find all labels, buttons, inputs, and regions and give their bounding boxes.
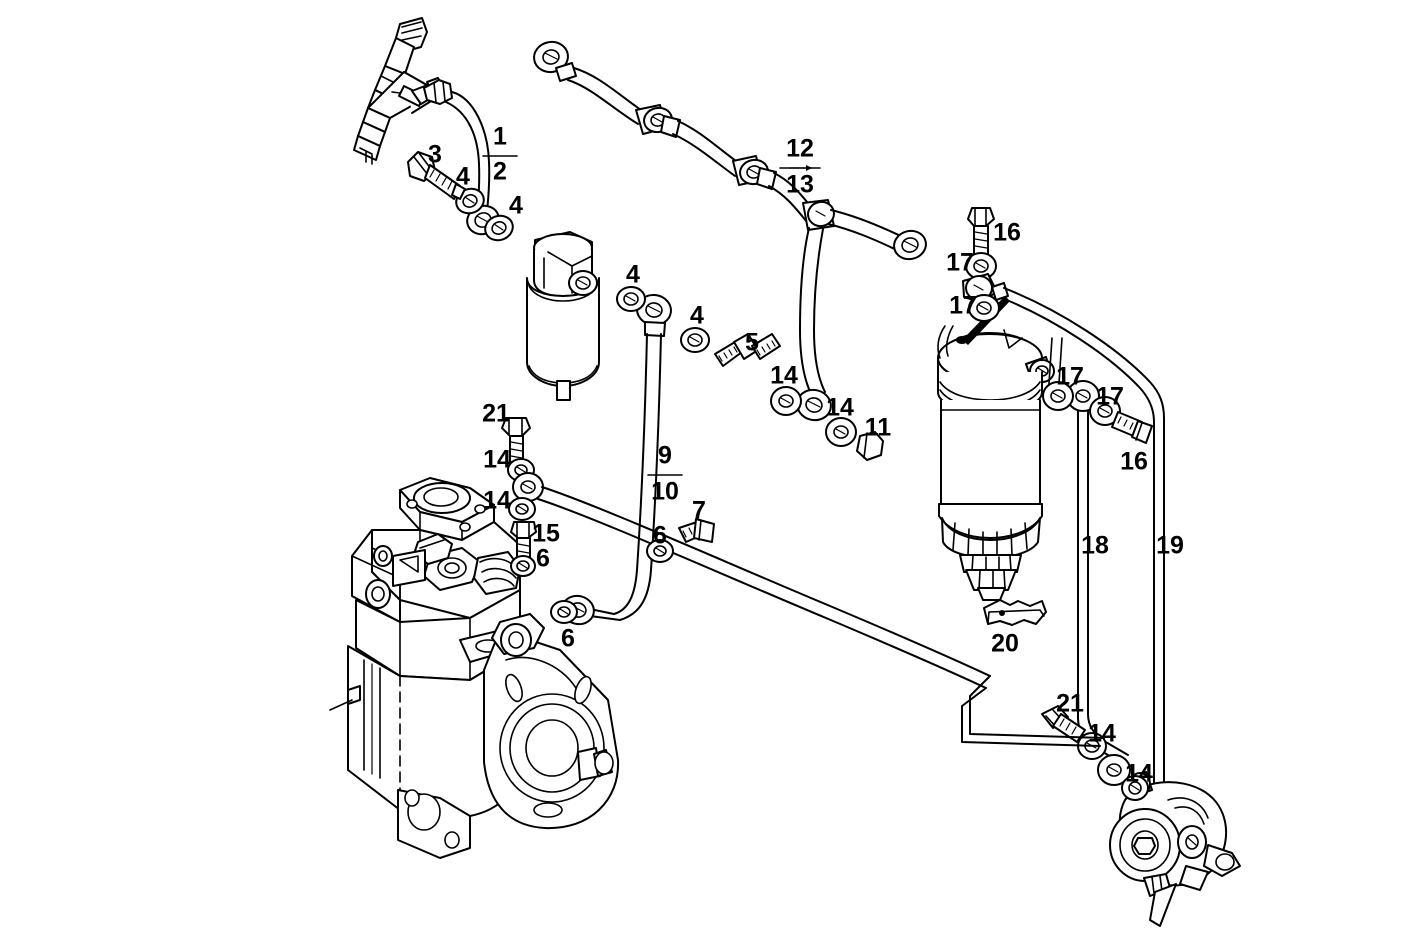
callout-13: 13 <box>786 171 814 199</box>
injection-pump <box>329 477 620 859</box>
washer-4-b <box>484 214 514 242</box>
washer-14-f <box>1121 775 1149 801</box>
callout-17-b: 17 <box>949 292 977 320</box>
callout-18: 18 <box>1081 532 1109 560</box>
injector-nozzle <box>353 17 445 165</box>
fuel-lift-pump <box>1109 771 1241 927</box>
callout-14-d: 14 <box>483 487 511 515</box>
callout-17-d: 17 <box>1096 383 1124 411</box>
callout-4-d: 4 <box>690 302 704 330</box>
hollow-screw-5 <box>714 333 781 367</box>
callout-4-c: 4 <box>626 261 640 289</box>
washer-14-b <box>825 417 857 447</box>
washer-4-c <box>616 286 646 312</box>
banjo-bolt-21-b <box>1041 705 1086 743</box>
fuel-return-line-12-13 <box>533 40 927 397</box>
callout-3: 3 <box>428 141 442 169</box>
lift-pump-eye <box>1097 754 1131 786</box>
banjo-bolt-7 <box>678 518 715 543</box>
washer-17-c <box>1042 381 1074 411</box>
callout-20: 20 <box>991 630 1019 658</box>
callout-12: 12 <box>786 135 814 163</box>
pump-inlet-eye <box>512 472 544 502</box>
callout-9: 9 <box>658 442 672 470</box>
callout-6-c: 6 <box>653 522 667 550</box>
banjo-bolt-16-a <box>967 207 995 255</box>
hollow-screw-15 <box>510 521 537 559</box>
callout-4-a: 4 <box>456 163 470 191</box>
callout-16-a: 16 <box>993 219 1021 247</box>
callout-7: 7 <box>692 497 706 525</box>
callout-19: 19 <box>1156 532 1184 560</box>
callout-16-b: 16 <box>1120 448 1148 476</box>
banjo-bolt-16-b <box>1111 411 1153 444</box>
callout-21-b: 21 <box>1056 690 1084 718</box>
fuel-pre-filter-canister <box>526 231 600 401</box>
washer-14-d <box>508 497 536 521</box>
cap-nut-11 <box>856 431 884 461</box>
callout-6-a: 6 <box>536 545 550 573</box>
callout-14-a: 14 <box>770 362 798 390</box>
callout-14-b: 14 <box>826 394 854 422</box>
long-fuel-line-bend <box>961 675 1105 747</box>
fuel-line-19 <box>1001 287 1165 801</box>
callout-2: 2 <box>493 158 507 186</box>
washer-17-b <box>968 294 1000 322</box>
banjo-bolt-3 <box>407 151 466 200</box>
hose-end-11 <box>796 388 832 422</box>
callout-10: 10 <box>651 478 679 506</box>
washer-4-d <box>680 327 710 353</box>
callout-11: 11 <box>865 414 892 442</box>
seal-ring-6-a <box>510 555 536 577</box>
hollow-bolt-21-a <box>501 417 531 463</box>
callout-21-a: 21 <box>482 400 510 428</box>
callout-17-c: 17 <box>1056 363 1084 391</box>
callout-14-f: 14 <box>1125 760 1153 788</box>
callout-17-a: 17 <box>946 249 974 277</box>
callout-15: 15 <box>532 520 560 548</box>
callout-5: 5 <box>745 329 759 357</box>
fuel-filter-assembly <box>937 296 1055 601</box>
callout-1: 1 <box>493 123 507 151</box>
pump-outlet-hose <box>537 486 991 689</box>
fuel-pipe-9-10 <box>561 293 672 626</box>
washer-17-d <box>1089 396 1121 426</box>
callout-labels: 1 2 3 4 4 12 13 16 17 17 4 4 5 14 14 11 … <box>428 123 1184 788</box>
callout-14-c: 14 <box>483 446 511 474</box>
seal-ring-6-c <box>646 539 674 563</box>
callout-4-b: 4 <box>509 192 523 220</box>
callout-14-e: 14 <box>1088 720 1116 748</box>
line-clip-20 <box>983 599 1047 626</box>
callout-6-b: 6 <box>561 625 575 653</box>
washer-14-a <box>770 386 802 416</box>
seal-ring-6-b <box>550 600 578 624</box>
